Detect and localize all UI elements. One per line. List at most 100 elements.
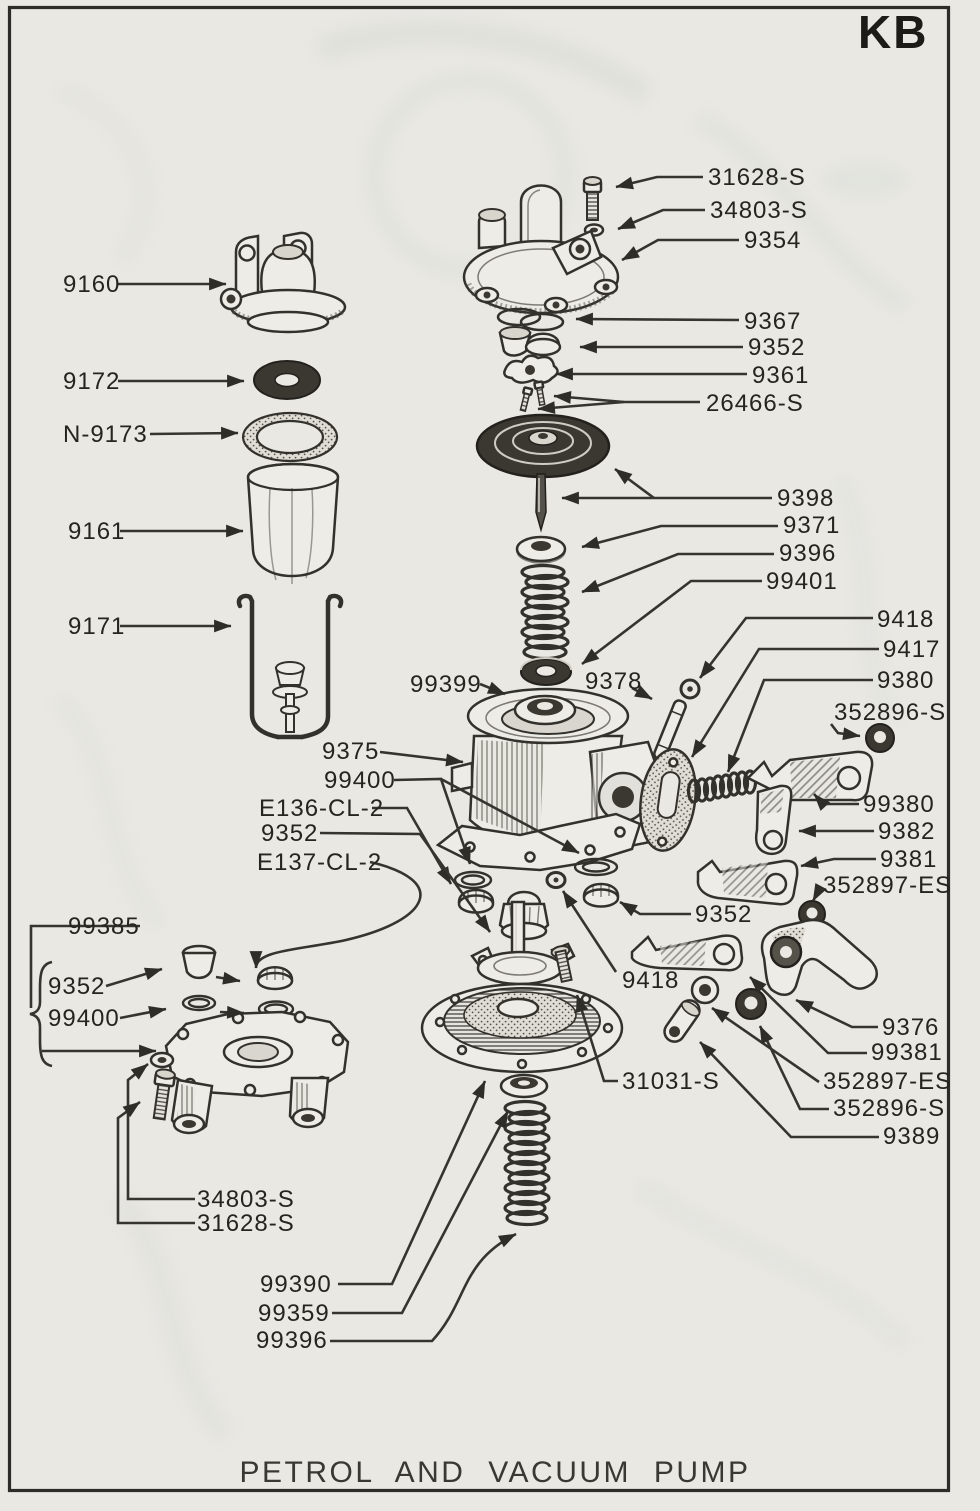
leader-99380 bbox=[813, 793, 859, 811]
part-9418-eyelet-top bbox=[679, 678, 701, 700]
leader-9418-low bbox=[561, 890, 618, 973]
part-9161-bowl bbox=[246, 462, 340, 584]
part-31628s-screw-top bbox=[582, 176, 603, 221]
callout-9354: 9354 bbox=[744, 227, 801, 254]
leader-99390 bbox=[338, 1080, 487, 1286]
leader-99359 bbox=[332, 1110, 510, 1315]
callout-e136: E136-CL-2 bbox=[259, 795, 384, 822]
callout-26466s: 26466-S bbox=[706, 390, 804, 417]
leader-9380 bbox=[726, 678, 873, 773]
callout-9396: 9396 bbox=[779, 540, 836, 567]
callout-9389: 9389 bbox=[883, 1123, 940, 1150]
part-99381-arm-low bbox=[630, 934, 744, 972]
part-9160-filter-head bbox=[219, 231, 347, 334]
callout-9172: 9172 bbox=[63, 368, 120, 395]
callout-99399: 99399 bbox=[410, 671, 482, 698]
part-9389-pin bbox=[663, 999, 701, 1043]
leader-9378 bbox=[631, 685, 653, 701]
callout-9352-mid: 9352 bbox=[261, 820, 318, 847]
leader-9352-left-a bbox=[105, 967, 163, 988]
part-9396-diaphragm-spring bbox=[520, 563, 570, 661]
leader-31031s bbox=[575, 994, 618, 1083]
leader-31628s-top bbox=[615, 175, 703, 190]
callout-9380: 9380 bbox=[877, 667, 934, 694]
callout-352896s-top: 352896-S bbox=[834, 699, 946, 726]
part-99401-bearing bbox=[520, 657, 572, 686]
leader-9375 bbox=[379, 750, 464, 767]
callout-34803s-top: 34803-S bbox=[710, 197, 808, 224]
callout-9352-left: 9352 bbox=[48, 973, 105, 1000]
part-9352-cup-left bbox=[181, 944, 217, 980]
leader-352897es-low bbox=[711, 1006, 820, 1084]
callout-9352-top: 9352 bbox=[748, 334, 805, 361]
callout-9367: 9367 bbox=[744, 308, 801, 335]
part-9382-lever bbox=[754, 784, 793, 856]
part-9371-washer-cup bbox=[515, 535, 567, 564]
part-9352-valve-right bbox=[582, 882, 620, 908]
callout-9171: 9171 bbox=[68, 613, 125, 640]
part-9381-arm bbox=[696, 859, 799, 906]
leader-9418-top bbox=[698, 616, 873, 679]
leader-9354 bbox=[621, 238, 739, 262]
part-34803s-nut-low bbox=[149, 1051, 175, 1069]
callout-99380: 99380 bbox=[863, 791, 935, 818]
part-352897es-washer-low bbox=[690, 975, 720, 1005]
callout-99401: 99401 bbox=[766, 568, 838, 595]
leader-9352-mid bbox=[319, 831, 492, 933]
plate-caption: PETROL AND VACUUM PUMP bbox=[239, 1456, 750, 1489]
callout-352897es-top: 352897-ES bbox=[823, 872, 952, 899]
leader-9376 bbox=[795, 998, 878, 1029]
callout-34803s-low: 34803-S bbox=[197, 1186, 295, 1213]
leader-9389 bbox=[699, 1041, 879, 1139]
callout-9352-right: 9352 bbox=[695, 901, 752, 928]
callout-9160: 9160 bbox=[63, 271, 120, 298]
callout-99400-mid: 99400 bbox=[324, 767, 396, 794]
leader-26466s-a bbox=[553, 391, 700, 404]
callout-9382: 9382 bbox=[878, 818, 935, 845]
part-352896s-grommet-low bbox=[735, 988, 767, 1020]
callout-e137: E137-CL-2 bbox=[257, 849, 382, 876]
callout-9161: 9161 bbox=[68, 518, 125, 545]
leader-9352-right bbox=[619, 900, 691, 917]
leader-9371 bbox=[581, 524, 778, 549]
leader-n9173 bbox=[149, 426, 239, 440]
part-99396-lower-spring bbox=[503, 1099, 551, 1227]
leader-9398-b bbox=[614, 467, 655, 500]
part-9352-cap-left bbox=[256, 966, 294, 991]
callout-31628s-low: 31628-S bbox=[197, 1210, 295, 1237]
leader-9417 bbox=[690, 647, 879, 758]
leader-99401 bbox=[581, 579, 762, 666]
callout-99359: 99359 bbox=[258, 1300, 330, 1327]
callout-31628s-top: 31628-S bbox=[708, 164, 806, 191]
callout-99385: 99385 bbox=[68, 913, 140, 940]
leader-34803s-low bbox=[126, 1062, 195, 1201]
part-9361-valve-plate bbox=[503, 354, 559, 384]
part-n9173-gasket bbox=[241, 411, 339, 463]
leader-352897es-top bbox=[811, 883, 827, 902]
part-31628s-bolt-low bbox=[152, 1068, 176, 1121]
part-9376-rocker-arm bbox=[760, 918, 878, 996]
part-9398-diaphragm-upper bbox=[475, 413, 611, 533]
leader-34803s-top bbox=[617, 208, 705, 231]
part-9354-upper-cover bbox=[462, 184, 620, 316]
leader-9352-left-b bbox=[215, 971, 241, 985]
part-99399-retainer bbox=[513, 694, 577, 726]
callout-99400-left: 99400 bbox=[48, 1005, 120, 1032]
leader-31628s-low bbox=[116, 1100, 195, 1225]
part-99400-ring-left1 bbox=[181, 994, 217, 1012]
part-9367-gaskets bbox=[496, 307, 565, 332]
leader-9396 bbox=[581, 552, 774, 594]
part-26466s-screws bbox=[519, 380, 546, 413]
part-99359-oil-seal bbox=[499, 1073, 549, 1099]
callout-31031s: 31031-S bbox=[622, 1068, 720, 1095]
part-9375-pump-body bbox=[435, 687, 664, 872]
leader-99385-bracket bbox=[29, 924, 140, 1008]
part-lower-body-casting bbox=[164, 1010, 350, 1135]
leader-lines bbox=[29, 175, 879, 1343]
callout-9371: 9371 bbox=[783, 512, 840, 539]
callout-9381: 9381 bbox=[880, 846, 937, 873]
leader-99400-left-b bbox=[219, 1005, 245, 1019]
callout-9378: 9378 bbox=[585, 668, 642, 695]
